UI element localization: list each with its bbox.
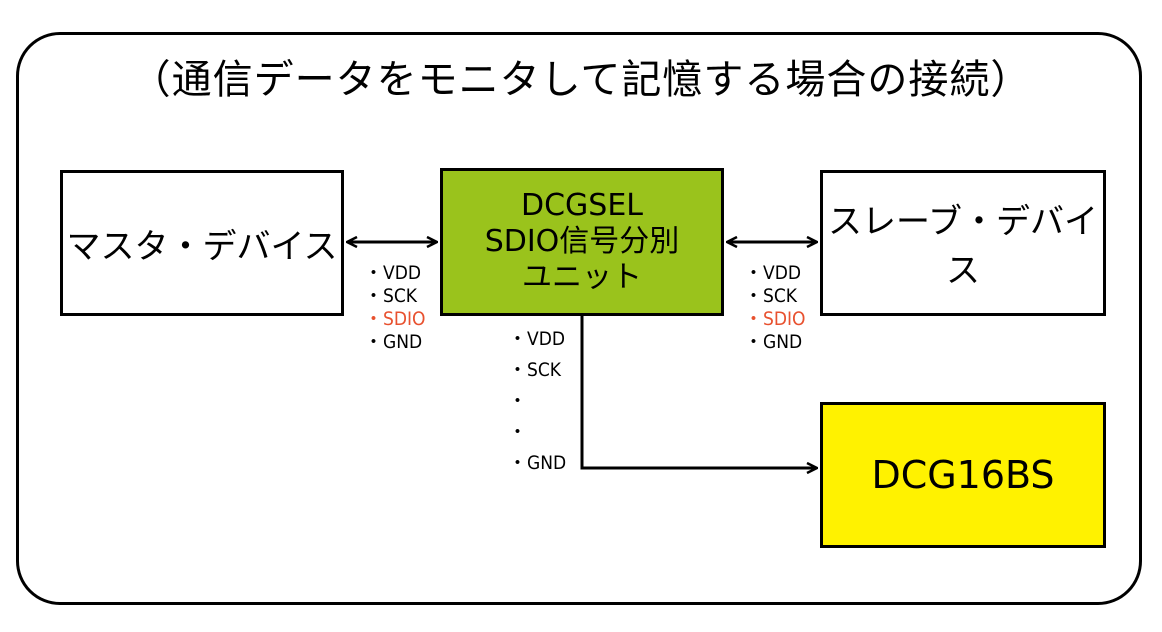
signal-vdd: ・VDD bbox=[744, 262, 802, 284]
master-device-box: マスタ・デバイス bbox=[60, 170, 344, 316]
signal-gnd: ・GND bbox=[364, 331, 423, 353]
master-device-label: マスタ・デバイス bbox=[66, 226, 338, 267]
dcgsel-label-line1: DCGSEL bbox=[520, 188, 643, 223]
signal-sck: ・SCK bbox=[744, 285, 798, 307]
slave-device-label: スレーブ・デバイス bbox=[828, 202, 1098, 291]
dcgsel-label-line3: ユニット bbox=[522, 260, 642, 295]
dcgsel-unit-box: DCGSEL SDIO信号分別 ユニット bbox=[440, 168, 724, 316]
signal-list-right: ・VDD ・SCK ・SDIO ・GND bbox=[744, 262, 806, 354]
signal-vdd: ・VDD bbox=[508, 328, 566, 350]
signal-sdio: ・SDIO bbox=[744, 308, 806, 330]
signal-list-down: ・VDD ・SCK ・ ・ ・GND bbox=[508, 324, 566, 479]
signal-vdd: ・VDD bbox=[364, 262, 422, 284]
signal-sdio: ・SDIO bbox=[364, 308, 426, 330]
signal-sck: ・SCK bbox=[508, 359, 562, 381]
signal-dot: ・ bbox=[508, 421, 528, 443]
signal-gnd: ・GND bbox=[508, 452, 567, 474]
signal-gnd: ・GND bbox=[744, 331, 803, 353]
center-logger-arrow bbox=[580, 316, 817, 468]
diagram-title: （通信データをモニタして記憶する場合の接続） bbox=[130, 57, 1032, 103]
dcgsel-label-line2: SDIO信号分別 bbox=[484, 224, 680, 259]
slave-device-box: スレーブ・デバイス bbox=[820, 170, 1106, 316]
signal-list-left: ・VDD ・SCK ・SDIO ・GND bbox=[364, 262, 426, 354]
signal-sck: ・SCK bbox=[364, 285, 418, 307]
dcg16bs-box: DCG16BS bbox=[820, 402, 1106, 548]
signal-dot: ・ bbox=[508, 390, 528, 412]
dcg16bs-label: DCG16BS bbox=[871, 453, 1055, 497]
diagram-frame bbox=[16, 32, 1142, 605]
